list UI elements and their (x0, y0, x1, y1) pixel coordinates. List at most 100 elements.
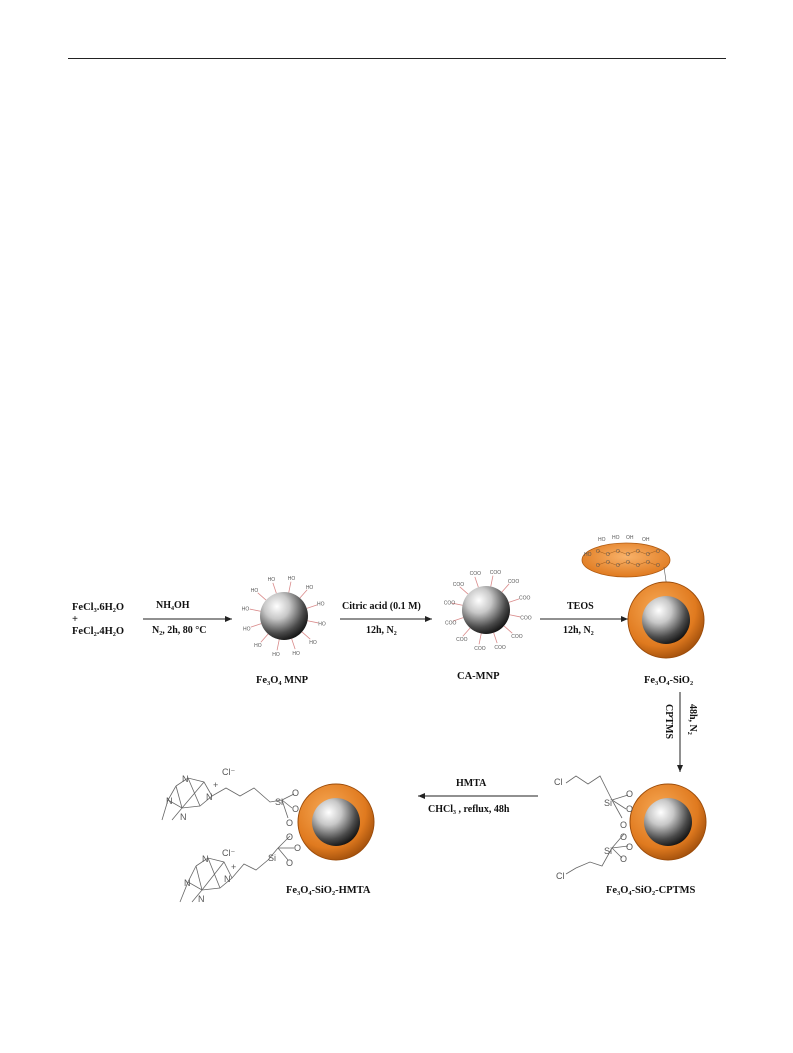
hydroxyl-ligand-label: HO (251, 588, 259, 594)
hydroxyl-ligand-label: HO (306, 585, 314, 591)
silica-oxygen-label: O (596, 549, 600, 555)
silicon-label-cptms-lower: Si (604, 846, 612, 856)
silica-bond (637, 550, 647, 555)
step5-conditions: CHCl₃ , reflux, 48h (428, 804, 510, 815)
nitrogen-label: N (202, 854, 209, 864)
ligand-bond (272, 582, 277, 594)
silica-bond (647, 561, 657, 566)
hydroxyl-ligand-label: HO (288, 576, 296, 582)
carboxylate-ligand-label: COO (520, 616, 532, 622)
silica-bond (607, 561, 617, 566)
silica-bond (617, 550, 627, 555)
silica-oxygen-label: O (656, 563, 660, 569)
step4-reagent: CPTMS (663, 704, 674, 739)
carboxylate-ligand-label: COO (444, 600, 456, 606)
nitrogen-label: N (198, 894, 205, 904)
step2-reagent: Citric acid (0.1 M) (342, 601, 421, 612)
magnetic-core (260, 592, 308, 640)
silica-oxygen-label: O (606, 552, 610, 558)
silica-oxygen-label: O (626, 552, 630, 558)
silica-oxygen-label: O (596, 563, 600, 569)
silicon-label-hmta-upper: Si (275, 797, 283, 807)
ligand-bond (462, 627, 471, 637)
silica-oxygen-label: O (636, 563, 640, 569)
ligand-bond (493, 632, 498, 644)
surface-hydroxyl-label: HO (598, 537, 606, 543)
header-rule (68, 58, 726, 59)
hydroxyl-ligand-label: HO (317, 602, 325, 608)
ligand-bond (503, 625, 513, 634)
hydroxyl-ligand-label: HO (292, 651, 300, 657)
hydroxyl-ligand-label: HO (242, 606, 250, 612)
nitrogen-label: N (206, 792, 213, 802)
carboxylate-ligand-label: COO (508, 579, 520, 585)
oxygen-label: O (620, 832, 627, 842)
silica-oxygen-label: O (616, 549, 620, 555)
reactant-ferric-chloride: FeCl₃.6H₂O (72, 602, 125, 613)
silica-bond (627, 550, 637, 555)
oxygen-label: O (620, 820, 627, 830)
silica-bond (637, 561, 647, 566)
step3-conditions: 12h, N₂ (563, 625, 594, 636)
oxygen-label: O (626, 842, 633, 852)
ligand-bond (288, 581, 292, 593)
ligand-bond (291, 638, 296, 650)
hydroxyl-ligand-label: HO (254, 643, 262, 649)
fe3o4-sio2-particle (581, 542, 705, 659)
oxygen-label: O (292, 804, 299, 814)
ligand-bond (451, 602, 463, 606)
silica-bond (617, 561, 627, 566)
product-fe3o4-sio2-cptms-label: Fe₃O₄-SiO₂-CPTMS (606, 885, 696, 896)
silica-oxygen-label: O (656, 549, 660, 555)
ligand-bond (307, 620, 319, 624)
ligand-bond (299, 589, 308, 599)
carboxylate-ligand-label: COO (519, 596, 531, 602)
silica-oxygen-label: O (606, 560, 610, 566)
silica-bond (597, 550, 607, 555)
step2-conditions: 12h, N₂ (366, 625, 397, 636)
plus-charge-label: + (213, 780, 218, 790)
reactant-plus-sign: + (72, 614, 78, 625)
oxygen-label: O (286, 832, 293, 842)
ligand-bond (459, 586, 469, 595)
silica-bond (627, 561, 637, 566)
ligand-bond (501, 583, 510, 593)
carboxylate-ligand-label: COO (511, 634, 522, 640)
silica-oxygen-label: O (616, 563, 620, 569)
chlorine-label-upper: Cl (554, 777, 563, 787)
step1-reagent: NH₄OH (156, 600, 190, 611)
oxygen-label: O (626, 789, 633, 799)
oxygen-label: O (286, 858, 293, 868)
ligand-bond (301, 631, 311, 640)
carboxylate-ligand-label: COO (494, 645, 506, 651)
oxygen-label: O (292, 788, 299, 798)
oxygen-label: O (294, 843, 301, 853)
ligand-bond (260, 633, 269, 643)
ligand-bond (490, 575, 494, 587)
step5-reagent: HMTA (456, 778, 487, 789)
chloride-ion-label: Cl⁻ (222, 767, 235, 777)
step3-reagent: TEOS (567, 601, 594, 612)
product-fe3o4-sio2-hmta-label: Fe₃O₄-SiO₂-HMTA (286, 885, 371, 896)
ligand-bond (452, 617, 464, 622)
ligand-bond (250, 623, 262, 628)
chlorine-label-lower: Cl (556, 871, 565, 881)
nitrogen-label: N (224, 874, 231, 884)
ligand-bond (276, 639, 280, 651)
ligand-bond (249, 608, 261, 612)
silica-oxygen-label: O (636, 549, 640, 555)
carboxylate-ligand-label: COO (474, 646, 486, 652)
silica-oxygen-label: O (646, 552, 650, 558)
silica-bond (647, 550, 657, 555)
product-fe3o4-mnp-label: Fe₃O₄ MNP (256, 675, 309, 686)
silica-oxygen-label: O (646, 560, 650, 566)
ligand-bond (509, 614, 521, 618)
hydroxyl-ligand-label: HO (272, 652, 280, 658)
product-fe3o4-sio2-label: Fe₃O₄-SiO₂ (644, 675, 694, 686)
nitrogen-label: N (166, 796, 173, 806)
oxygen-label: O (626, 804, 633, 814)
carboxylate-ligand-label: COO (490, 570, 502, 576)
ligand-bond (508, 598, 520, 603)
carboxylate-ligand-label: COO (470, 571, 482, 577)
